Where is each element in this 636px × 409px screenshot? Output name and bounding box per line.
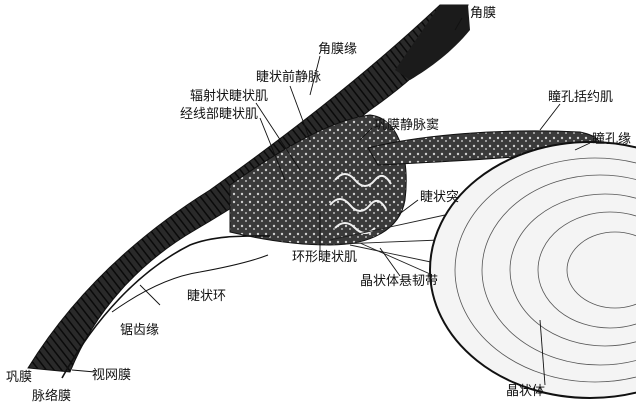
label-anterior-ciliary-vein: 睫状前静脉 [256, 70, 321, 85]
label-circular-ciliary-muscle: 环形睫状肌 [292, 250, 357, 265]
label-sphincter-pupillae: 瞳孔括约肌 [548, 90, 613, 105]
label-sclera: 巩膜 [6, 370, 32, 385]
label-ciliary-ring: 睫状环 [187, 289, 226, 304]
label-zonule: 晶状体悬韧带 [360, 274, 438, 289]
label-pupil-margin: 瞳孔缘 [592, 132, 631, 147]
label-scleral-venous-sinus: 巩膜静脉窦 [374, 118, 439, 133]
label-retina: 视网膜 [92, 368, 131, 383]
ciliary-body-shape [230, 115, 406, 245]
label-lens: 晶状体 [506, 384, 545, 399]
lens-shape [430, 142, 636, 398]
label-ciliary-process: 睫状突 [420, 190, 459, 205]
label-cornea: 角膜 [470, 6, 496, 21]
label-choroid: 脉络膜 [32, 389, 71, 404]
label-ora-serrata: 锯齿缘 [120, 323, 159, 338]
label-meridional-ciliary-muscle: 经线部睫状肌 [180, 107, 258, 122]
label-radial-ciliary-muscle: 辐射状睫状肌 [190, 89, 268, 104]
label-corneal-limbus: 角膜缘 [318, 42, 357, 57]
